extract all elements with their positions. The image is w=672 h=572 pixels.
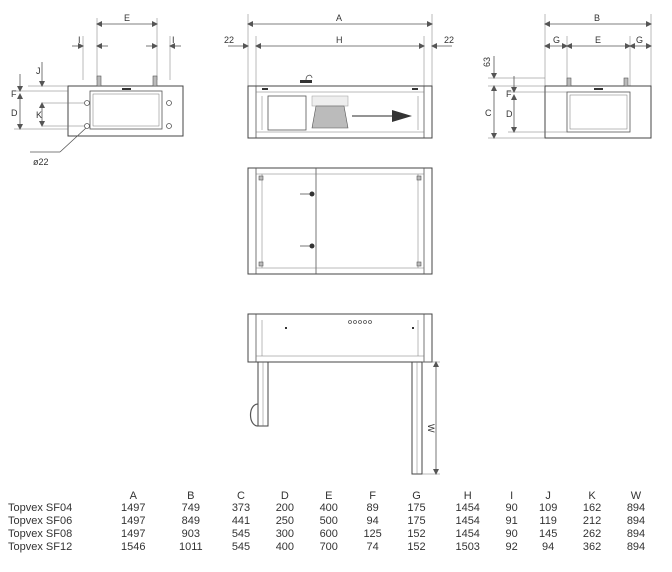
table-cell: 262	[582, 528, 602, 540]
model-name: Topvex SF06	[8, 515, 73, 527]
table-cell: 175	[407, 515, 426, 527]
table-cell: 162	[582, 502, 602, 514]
model-name: Topvex SF08	[8, 528, 73, 540]
label-w: W	[426, 424, 436, 433]
table-cell: 500	[319, 515, 338, 527]
label-g-left: G	[553, 35, 560, 45]
table-cell: 903	[181, 528, 200, 540]
label-g-right: G	[636, 35, 643, 45]
table-cell: 1011	[178, 541, 203, 553]
table-header: C	[237, 489, 245, 502]
table-cell: 94	[542, 541, 555, 553]
table-cell: 1454	[455, 502, 480, 514]
table-cell: 849	[181, 515, 200, 527]
table-cell: 749	[181, 502, 200, 514]
table-cell: 600	[319, 528, 338, 540]
label-j-left: J	[36, 66, 41, 76]
table-cell: 545	[231, 541, 251, 553]
table-cell: 1546	[121, 541, 146, 553]
label-c: C	[485, 108, 492, 118]
right-end-view: B G E G 63 C F D	[482, 13, 652, 139]
label-i-left: I	[78, 35, 81, 45]
table-cell: 894	[626, 502, 646, 514]
table-header: B	[187, 489, 195, 502]
table-row: Topvex SF04 1497 749 373 200 400 89 175 …	[8, 502, 658, 515]
label-f-right: F	[506, 89, 512, 99]
label-e-left: E	[124, 13, 130, 23]
top-view	[247, 167, 433, 275]
table-cell: 700	[319, 541, 338, 553]
table-row: Topvex SF06 1497 849 441 250 500 94 175 …	[8, 515, 658, 528]
table-cell: 200	[275, 502, 295, 514]
table-cell: 145	[538, 528, 558, 540]
table-cell: 894	[626, 515, 646, 527]
table-cell: 109	[538, 502, 558, 514]
table-header: F	[369, 489, 376, 502]
table-cell: 89	[366, 502, 379, 514]
dimension-table: A B C D E F G H I J K W Topvex SF04 1497…	[8, 489, 658, 554]
label-a: A	[336, 13, 342, 23]
table-header: H	[463, 489, 472, 502]
table-header: G	[412, 489, 421, 502]
table-header: D	[280, 489, 289, 502]
front-view-with-stand: W	[247, 313, 440, 475]
table-cell: 152	[407, 528, 426, 540]
table-cell: 250	[275, 515, 295, 527]
table-cell: 90	[505, 528, 518, 540]
table-cell: 91	[505, 515, 518, 527]
table-cell: 373	[231, 502, 251, 514]
label-d-left: D	[11, 108, 18, 118]
label-f-left: F	[11, 89, 17, 99]
table-cell: 152	[407, 541, 426, 553]
table-cell: 1454	[455, 515, 480, 527]
table-header: K	[588, 489, 596, 502]
table-cell: 362	[582, 541, 602, 553]
table-cell: 400	[319, 502, 338, 514]
table-header: I	[510, 489, 514, 502]
table-cell: 1497	[121, 502, 146, 514]
table-cell: 119	[539, 515, 557, 527]
label-e-right: E	[595, 35, 601, 45]
table-header: W	[630, 489, 642, 502]
table-cell: 94	[366, 515, 379, 527]
table-header: A	[129, 489, 137, 502]
side-view: A H 22 22	[224, 13, 454, 139]
table-cell: 300	[275, 528, 295, 540]
technical-drawing: E I I J F D	[11, 13, 652, 475]
table-header: E	[325, 489, 333, 502]
table-row: Topvex SF08 1497 903 545 300 600 125 152…	[8, 528, 658, 541]
label-offset-right: 22	[444, 35, 454, 45]
label-63: 63	[482, 57, 492, 67]
table-header	[8, 489, 104, 502]
table-cell: 175	[407, 502, 426, 514]
table-cell: 1497	[121, 528, 146, 540]
table-cell: 400	[275, 541, 295, 553]
table-cell: 74	[366, 541, 379, 553]
table-header: J	[545, 489, 551, 502]
label-d-right: D	[506, 109, 513, 119]
label-i-right: I	[172, 35, 175, 45]
table-cell: 1454	[455, 528, 480, 540]
label-offset-left: 22	[224, 35, 234, 45]
table-cell: 894	[626, 541, 646, 553]
model-name: Topvex SF12	[8, 541, 73, 553]
table-cell: 894	[626, 528, 646, 540]
label-diameter: ø22	[33, 157, 49, 167]
table-cell: 545	[231, 528, 251, 540]
table-header-row: A B C D E F G H I J K W	[8, 489, 658, 502]
table-cell: 90	[505, 502, 518, 514]
table-row: Topvex SF12 1546 1011 545 400 700 74 152…	[8, 541, 658, 554]
left-end-view: E I I J F D	[11, 13, 184, 167]
label-b: B	[594, 13, 600, 23]
model-name: Topvex SF04	[8, 502, 73, 514]
table-cell: 212	[582, 515, 602, 527]
table-cell: 92	[505, 541, 518, 553]
label-k-left: K	[36, 110, 42, 120]
label-h: H	[336, 35, 343, 45]
table-cell: 441	[231, 515, 251, 527]
table-cell: 1503	[455, 541, 480, 553]
table-cell: 1497	[121, 515, 146, 527]
table-cell: 125	[363, 528, 382, 540]
